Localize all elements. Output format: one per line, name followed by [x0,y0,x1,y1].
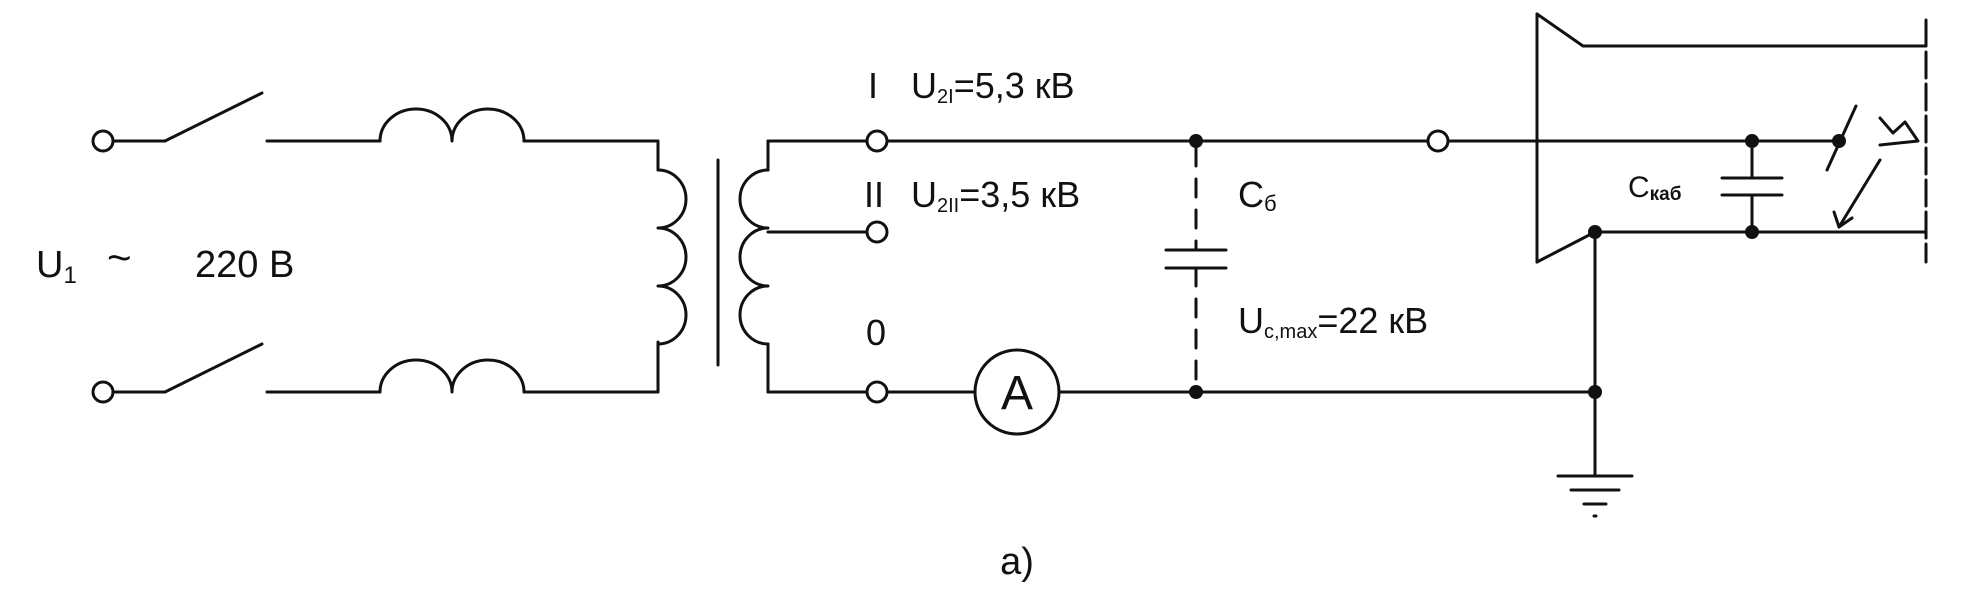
series-terminal [1426,129,1450,153]
tap-II-roman: II [864,174,884,215]
ammeter-label: A [1001,367,1033,420]
capacitor-cb [1164,134,1228,399]
inductor-bottom [265,340,660,394]
terminal-I [865,129,889,153]
tap-I-roman: I [868,65,878,106]
input-switch-bottom [91,342,264,404]
ac-symbol: ~ [107,234,132,281]
figure-caption: а) [1000,541,1034,583]
cable-capacitance-label: Cкаб [1628,171,1681,205]
tap-0-label: 0 [866,312,886,353]
source-voltage: 220 В [195,244,294,286]
ground-symbol [1556,474,1634,518]
inductor-top [265,107,660,172]
fault-arrow [1825,104,1920,229]
terminal-II [865,220,889,244]
capacitor-cb-label: Cб [1238,174,1277,216]
cable-capacitor [1720,134,1784,239]
terminal-0 [865,380,889,404]
secondary-winding [738,168,770,346]
cable [1535,12,1928,478]
primary-winding [656,168,688,346]
tap-I-voltage: U2I=5,3 кВ [911,65,1075,108]
capacitor-max-voltage: Uc,max=22 кВ [1238,300,1428,343]
u1-label: U1 [36,244,77,289]
transformer [656,139,869,394]
tap-II-voltage: U2II=3,5 кВ [911,174,1080,217]
input-switch-top [91,91,264,153]
